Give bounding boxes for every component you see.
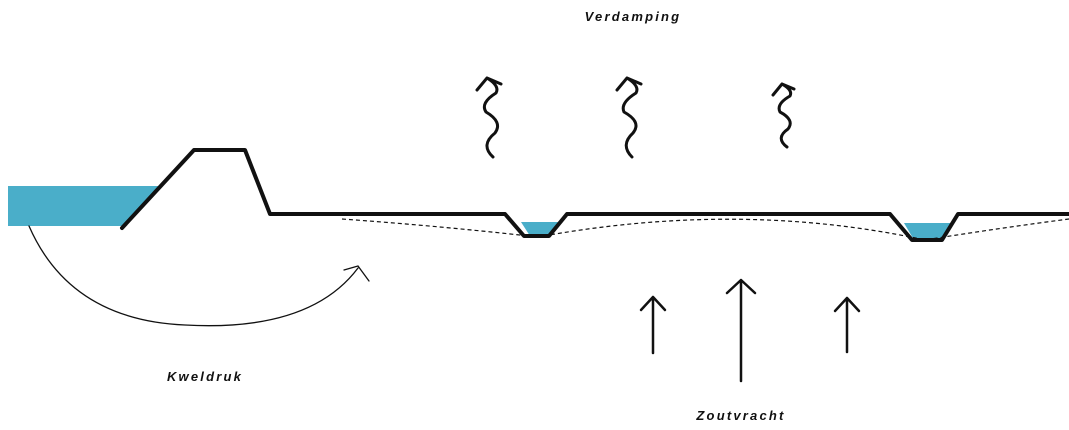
seepage-arrow	[28, 225, 370, 327]
seepage-arrow-head	[343, 265, 370, 282]
salt-arrow-left	[639, 295, 667, 355]
salt-load-arrows	[639, 278, 861, 383]
water-bodies	[8, 186, 951, 240]
evaporation-arrow-3	[771, 82, 796, 149]
seepage-arrow-curve	[28, 225, 359, 327]
evaporation-arrow-1	[475, 76, 503, 159]
ditch-water-left	[521, 222, 558, 236]
salt-arrow-center	[725, 278, 757, 383]
dike-and-ground-profile	[120, 148, 1069, 242]
seepage-pressure-label: Kweldruk	[167, 369, 243, 384]
sea-water	[8, 186, 160, 226]
salt-load-label: Zoutvracht	[695, 408, 785, 423]
evaporation-arrow-2	[615, 76, 643, 159]
salt-arrow-right	[833, 296, 861, 354]
groundwater-table-line	[341, 218, 1069, 241]
evaporation-label: Verdamping	[585, 9, 682, 24]
ditch-water-right	[904, 223, 951, 240]
evaporation-arrows	[475, 76, 796, 159]
